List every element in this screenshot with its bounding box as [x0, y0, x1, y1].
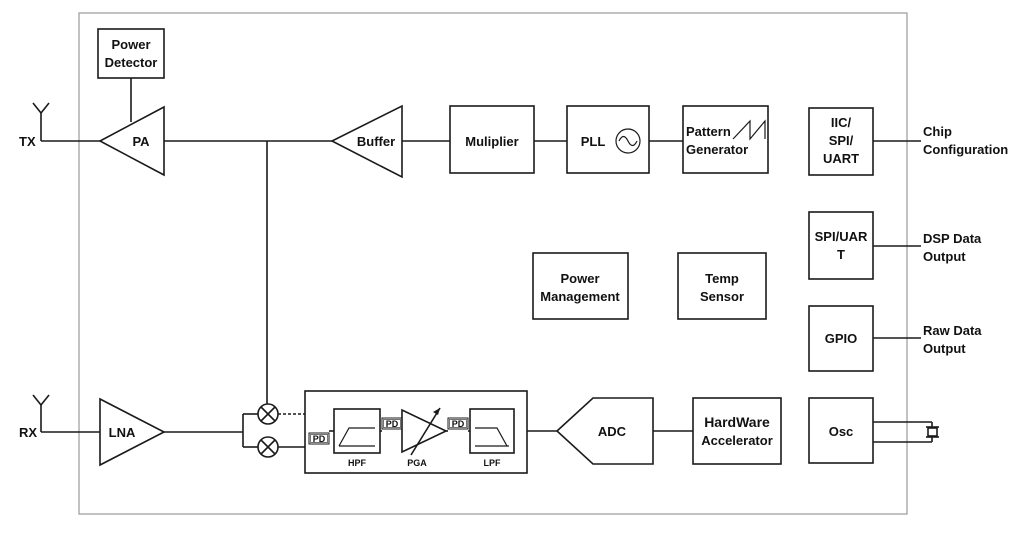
hardware-accelerator-label-2: Accelerator — [701, 433, 773, 448]
mixer-i-icon — [257, 403, 279, 425]
chip-configuration-label-1: Chip — [923, 124, 952, 139]
pattern-generator-label-1: Pattern — [686, 124, 731, 139]
pattern-generator-label-2: Generator — [686, 142, 748, 157]
multiplier-block — [449, 105, 535, 174]
spi-uart-label-2: T — [837, 247, 845, 262]
rx-label: RX — [19, 425, 37, 440]
tx-label: TX — [19, 134, 36, 149]
dsp-data-output-label-2: Output — [923, 249, 966, 264]
lna-amplifier — [99, 397, 166, 467]
power-detector-label-2: Detector — [105, 55, 158, 70]
tx-antenna-icon — [32, 102, 50, 141]
temp-sensor-label-1: Temp — [705, 271, 739, 286]
pll-label: PLL — [581, 134, 606, 149]
gpio-block — [808, 305, 874, 372]
adjust-arrow-icon — [433, 408, 440, 415]
pd-badge — [308, 432, 330, 445]
iic-label: IIC/ — [831, 115, 852, 130]
pga-label: PGA — [407, 458, 427, 468]
svg-text:PD: PD — [452, 419, 465, 429]
chip-configuration-label-2: Configuration — [923, 142, 1008, 157]
spi-uart-label-1: SPI/UAR — [815, 229, 868, 244]
power-detector-block — [97, 28, 165, 79]
crystal-icon — [927, 427, 938, 437]
temp-sensor-block — [677, 252, 767, 320]
pa-label: PA — [132, 134, 150, 149]
rx-antenna-icon — [32, 394, 50, 432]
spi-label: SPI/ — [829, 133, 854, 148]
temp-sensor-label-2: Sensor — [700, 289, 744, 304]
lowpass-curve-icon — [475, 427, 508, 447]
iic-spi-uart-block — [808, 107, 874, 176]
hardware-accelerator-label-1: HardWare — [704, 414, 770, 430]
hardware-accelerator-block — [692, 397, 782, 465]
adc-block — [555, 397, 654, 465]
osc-label: Osc — [829, 424, 854, 439]
power-management-label-1: Power — [560, 271, 599, 286]
pll-block — [566, 105, 650, 174]
uart-label: UART — [823, 151, 859, 166]
pattern-generator-block — [682, 105, 769, 174]
spi-uart-block — [808, 211, 874, 280]
power-detector-label-1: Power — [111, 37, 150, 52]
pd-badge — [447, 417, 469, 430]
raw-data-output-label-1: Raw Data — [923, 323, 982, 338]
dsp-data-output-label-1: DSP Data — [923, 231, 982, 246]
svg-text:PD: PD — [386, 419, 399, 429]
pga-amplifier — [401, 408, 448, 454]
sawtooth-icon — [732, 119, 766, 141]
highpass-curve-icon — [338, 427, 375, 447]
buffer-amplifier — [330, 104, 403, 179]
mixer-q-icon — [257, 436, 279, 458]
sine-wave-icon — [615, 128, 641, 154]
svg-text:PD: PD — [313, 434, 326, 444]
power-management-block — [532, 252, 629, 320]
chip-boundary — [78, 12, 908, 515]
raw-data-output-label-2: Output — [923, 341, 966, 356]
lpf-label: LPF — [484, 458, 502, 468]
adc-label: ADC — [598, 424, 627, 439]
osc-block — [808, 397, 874, 464]
gpio-label: GPIO — [825, 331, 858, 346]
power-management-label-2: Management — [540, 289, 620, 304]
multiplier-label: Muliplier — [465, 134, 518, 149]
hpf-label: HPF — [348, 458, 367, 468]
buffer-label: Buffer — [357, 134, 395, 149]
pa-amplifier — [98, 105, 165, 177]
lna-label: LNA — [109, 425, 136, 440]
